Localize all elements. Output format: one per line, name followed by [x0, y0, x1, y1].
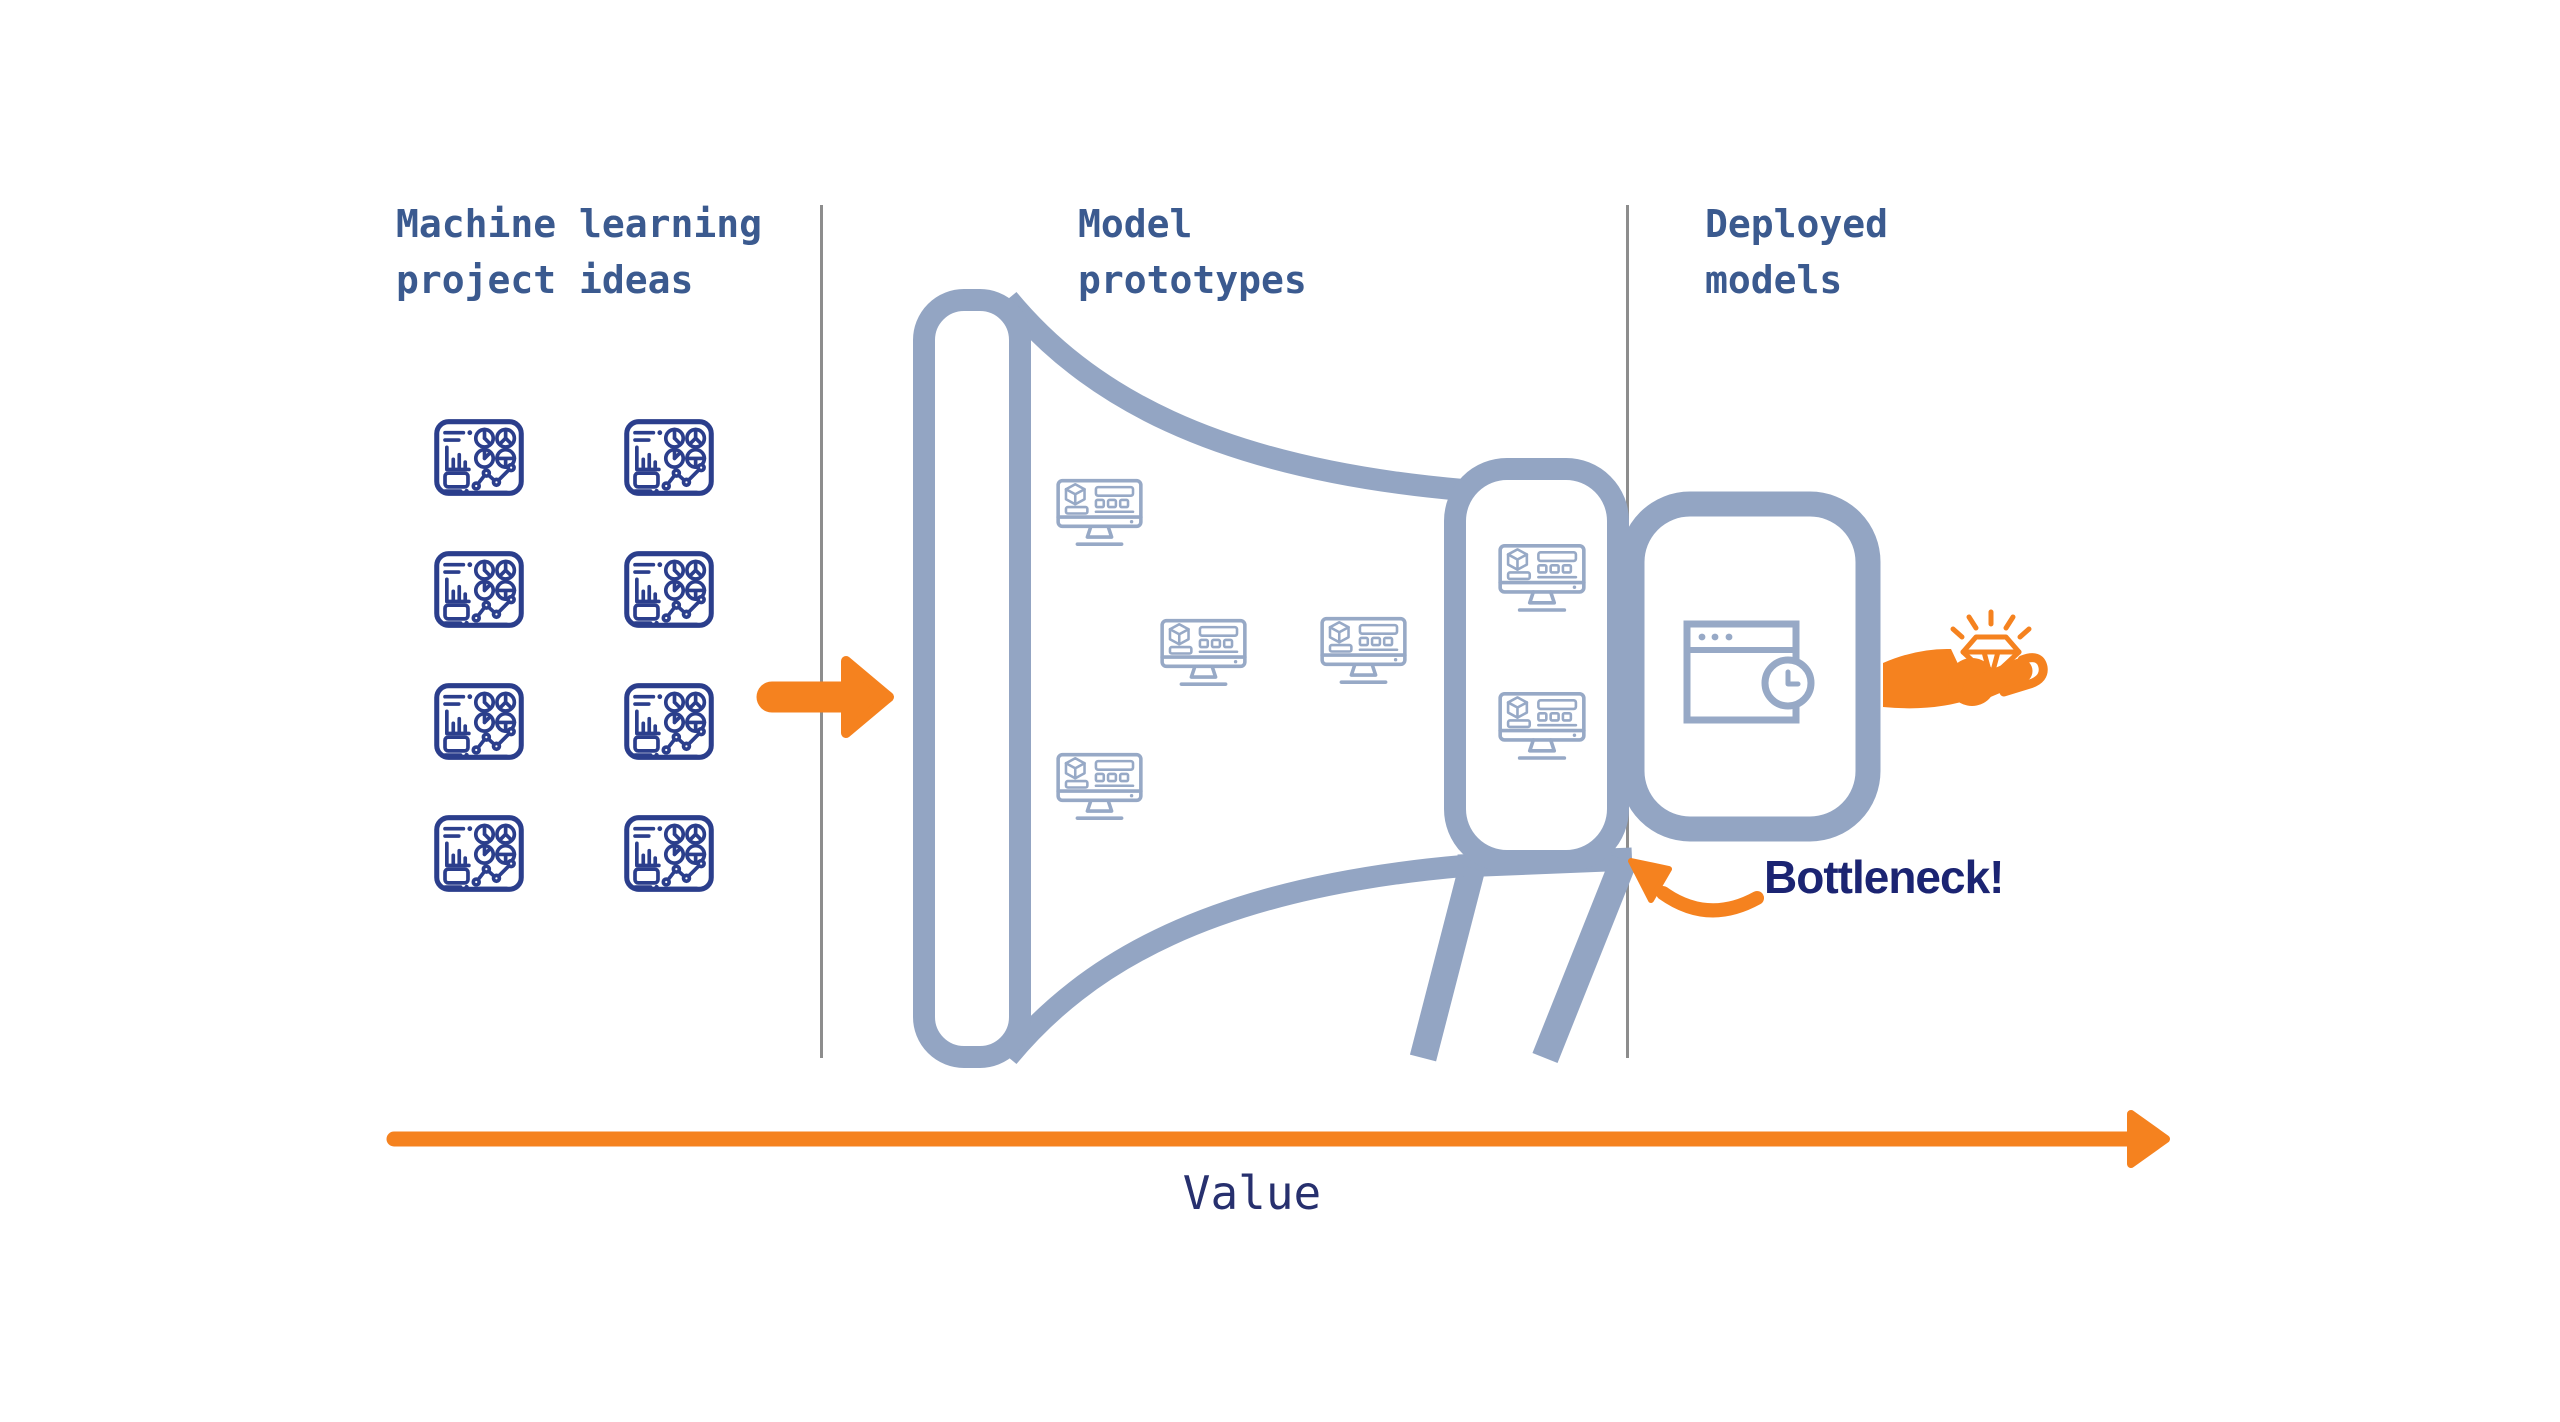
header-deployed-models: Deployed models — [1705, 196, 1888, 308]
model-monitor-icon — [1056, 752, 1143, 820]
bottleneck-arrow-icon — [1628, 858, 1764, 918]
header-ml-project-ideas: Machine learning project ideas — [396, 196, 762, 308]
header-line: models — [1705, 258, 1843, 302]
analytics-dashboard-icon — [433, 550, 525, 629]
horn-top-edge — [999, 291, 1464, 501]
horn-bottom-edge — [999, 855, 1464, 1065]
value-axis-arrow — [386, 1110, 2170, 1168]
analytics-dashboard-icon — [623, 550, 715, 629]
model-monitor-icon — [1056, 478, 1143, 546]
megaphone-handle-leg — [1409, 864, 1486, 1062]
analytics-dashboard-icon — [433, 814, 525, 893]
header-line: Deployed — [1705, 202, 1889, 246]
hand-presenting-diamond-icon — [1883, 609, 2048, 709]
header-line: Machine learning — [396, 202, 763, 246]
analytics-dashboard-icon — [433, 682, 525, 761]
analytics-dashboard-icon — [433, 418, 525, 497]
divider-line-left — [820, 205, 823, 1058]
megaphone-handle-leg — [1532, 854, 1637, 1064]
analytics-dashboard-icon — [623, 418, 715, 497]
megaphone-funnel-icon — [913, 289, 1881, 1068]
header-line: Model — [1078, 202, 1193, 246]
model-monitor-icon — [1160, 618, 1247, 686]
bottleneck-label: Bottleneck! — [1764, 851, 2004, 903]
megaphone-neck — [1444, 458, 1629, 872]
app-window-clock-icon — [1683, 620, 1815, 724]
analytics-dashboard-icon — [623, 682, 715, 761]
model-monitor-icon — [1320, 616, 1407, 684]
header-model-prototypes: Model prototypes — [1078, 196, 1307, 308]
flow-arrow-icon — [756, 656, 894, 738]
header-line: project ideas — [396, 258, 694, 302]
value-axis-label: Value — [1182, 1166, 1322, 1220]
sparkle-rays — [1950, 609, 2032, 640]
header-line: prototypes — [1078, 258, 1307, 302]
megaphone-bell — [913, 289, 1031, 1068]
analytics-dashboard-icon — [623, 814, 715, 893]
